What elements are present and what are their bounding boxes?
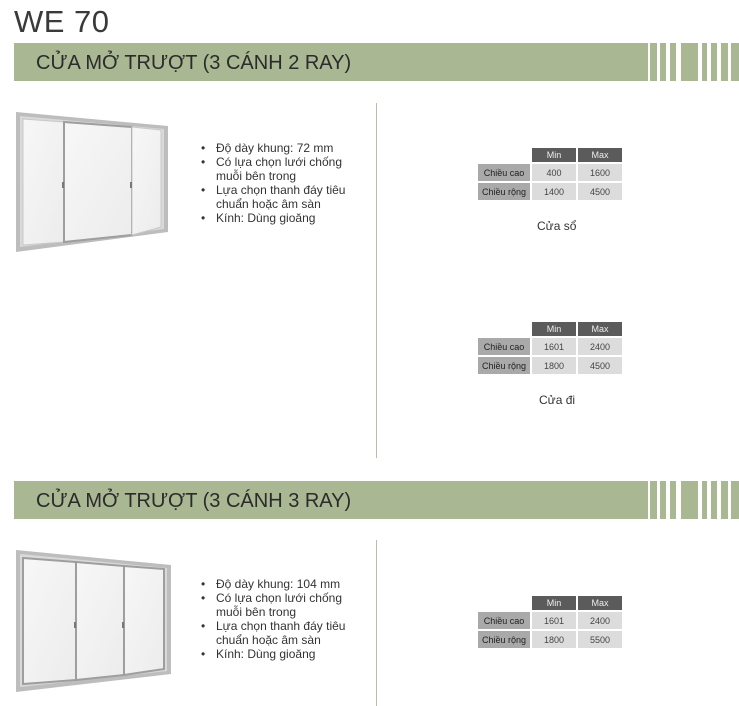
band-stripes	[648, 43, 698, 81]
feature-item: Lựa chọn thanh đáy tiêu chuẩn hoặc âm sà…	[201, 183, 366, 211]
table-row: Chiều cao 400 1600	[478, 164, 622, 181]
table-row: Chiều cao 1601 2400	[478, 612, 622, 629]
feature-item: Độ dày khung: 72 mm	[201, 141, 366, 155]
column-divider	[376, 103, 377, 458]
header-max: Max	[578, 322, 622, 336]
table-caption: Cửa đi	[539, 393, 576, 407]
section-header-band: CỬA MỞ TRƯỢT (3 CÁNH 3 RAY)	[14, 481, 698, 519]
header-min: Min	[532, 148, 576, 162]
table-row: Chiều rộng 1800 5500	[478, 631, 622, 648]
feature-item: Kính: Dùng gioăng	[201, 211, 366, 225]
feature-list: Độ dày khung: 72 mm Có lựa chọn lưới chố…	[201, 141, 366, 225]
table-row: Chiều rộng 1400 4500	[478, 183, 622, 200]
sliding-window-2-rail-image	[16, 112, 168, 252]
band-tail	[698, 481, 739, 519]
table-caption: Cửa sổ	[537, 219, 577, 233]
feature-item: Có lựa chọn lưới chống muỗi bên trong	[201, 591, 366, 619]
section-title: CỬA MỞ TRƯỢT (3 CÁNH 3 RAY)	[36, 490, 352, 512]
table-row: Chiều cao 1601 2400	[478, 338, 622, 355]
feature-item: Kính: Dùng gioăng	[201, 647, 366, 661]
column-divider	[376, 540, 377, 706]
spec-table-door: Min Max Chiều cao 1601 2400 Chiều rộng 1…	[476, 320, 624, 376]
page-title: WE 70	[14, 4, 110, 39]
feature-item: Lựa chọn thanh đáy tiêu chuẩn hoặc âm sà…	[201, 619, 366, 647]
section-header-band: CỬA MỞ TRƯỢT (3 CÁNH 2 RAY)	[14, 43, 698, 81]
spec-table-window: Min Max Chiều cao 400 1600 Chiều rộng 14…	[476, 146, 624, 202]
section-title: CỬA MỞ TRƯỢT (3 CÁNH 2 RAY)	[36, 52, 352, 74]
band-tail	[698, 43, 739, 81]
sliding-window-3-rail-image	[16, 550, 171, 692]
table-row: Chiều rộng 1800 4500	[478, 357, 622, 374]
header-min: Min	[532, 596, 576, 610]
feature-list: Độ dày khung: 104 mm Có lựa chọn lưới ch…	[201, 577, 366, 661]
spec-table-door-3-rail: Min Max Chiều cao 1601 2400 Chiều rộng 1…	[476, 594, 624, 650]
feature-item: Độ dày khung: 104 mm	[201, 577, 366, 591]
header-min: Min	[532, 322, 576, 336]
header-max: Max	[578, 148, 622, 162]
band-stripes	[648, 481, 698, 519]
feature-item: Có lựa chọn lưới chống muỗi bên trong	[201, 155, 366, 183]
header-max: Max	[578, 596, 622, 610]
